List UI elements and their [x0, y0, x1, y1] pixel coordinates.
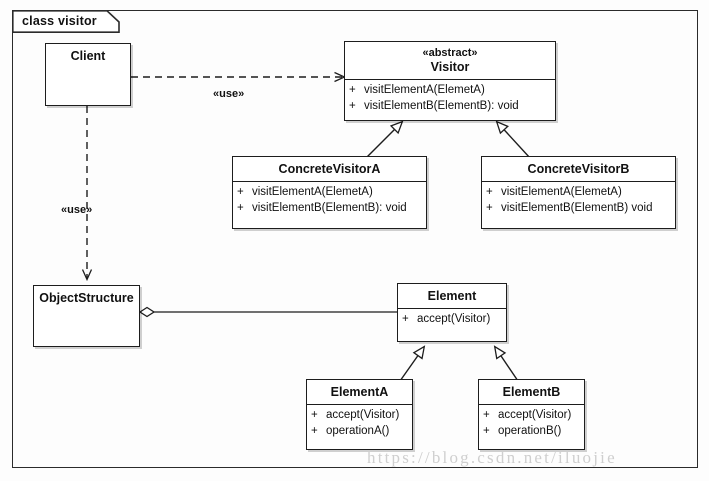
class-name-objectstructure: ObjectStructure: [39, 291, 134, 305]
class-name-concretevisitora: ConcreteVisitorA: [278, 162, 381, 176]
operation-visibility: +: [349, 84, 356, 96]
class-separator-visitor: [345, 79, 555, 80]
operation-visibility: +: [486, 202, 493, 214]
class-box-objectstructure[interactable]: ObjectStructure: [33, 285, 140, 347]
class-separator-concretevisitorb: [482, 181, 675, 182]
operation-signature: visitElementA(ElemetA): [501, 186, 622, 198]
diagram-frame: [12, 10, 698, 468]
operation-signature: visitElementB(ElementB): void: [364, 100, 519, 112]
class-name-element: Element: [427, 289, 477, 303]
operation-visibility: +: [486, 186, 493, 198]
operation-visibility: +: [483, 409, 490, 421]
operation-visibility: +: [483, 425, 490, 437]
operation-row: + accept(Visitor): [483, 407, 582, 423]
operation-row: + visitElementA(ElemetA): [237, 184, 424, 200]
watermark-text: https://blog.csdn.net/iluojie: [367, 448, 617, 467]
class-operations-concretevisitorb: + visitElementA(ElemetA) + visitElementB…: [482, 182, 675, 219]
edge-label-client-uses-visitor: «use»: [213, 88, 245, 100]
class-header-visitor: «abstract» Visitor: [345, 42, 555, 79]
class-box-concretevisitorb[interactable]: ConcreteVisitorB + visitElementA(ElemetA…: [481, 156, 676, 229]
operation-signature: visitElementA(ElemetA): [252, 186, 373, 198]
class-name-visitor: Visitor: [430, 60, 470, 74]
class-box-elementa[interactable]: ElementA + accept(Visitor) + operationA(…: [306, 379, 413, 450]
class-operations-element: + accept(Visitor): [398, 309, 506, 330]
operation-signature: visitElementB(ElementB) void: [501, 202, 653, 214]
class-name-client: Client: [70, 49, 106, 63]
class-operations-elementb: + accept(Visitor) + operationB(): [479, 405, 584, 442]
class-box-element[interactable]: Element + accept(Visitor): [397, 283, 507, 342]
class-box-concretevisitora[interactable]: ConcreteVisitorA + visitElementA(ElemetA…: [232, 156, 427, 229]
operation-row: + visitElementA(ElemetA): [349, 82, 553, 98]
operation-signature: accept(Visitor): [326, 409, 400, 421]
operation-signature: accept(Visitor): [417, 313, 491, 325]
class-operations-visitor: + visitElementA(ElemetA) + visitElementB…: [345, 80, 555, 117]
operation-row: + accept(Visitor): [311, 407, 410, 423]
operation-visibility: +: [311, 425, 318, 437]
class-name-elementa: ElementA: [330, 385, 389, 399]
operation-visibility: +: [349, 100, 356, 112]
frame-label-shape: [12, 10, 120, 33]
class-stereotype-visitor: «abstract»: [422, 47, 478, 59]
operation-row: + operationB(): [483, 423, 582, 439]
class-operations-elementa: + accept(Visitor) + operationA(): [307, 405, 412, 442]
operation-visibility: +: [402, 313, 409, 325]
operation-visibility: +: [237, 186, 244, 198]
class-name-elementb: ElementB: [502, 385, 561, 399]
edge-label-client-uses-objectstructure: «use»: [61, 204, 93, 216]
frame-label: class visitor: [22, 14, 97, 28]
class-separator-elementa: [307, 404, 412, 405]
operation-row: + visitElementA(ElemetA): [486, 184, 673, 200]
class-separator-elementb: [479, 404, 584, 405]
operation-signature: visitElementA(ElemetA): [364, 84, 485, 96]
operation-visibility: +: [237, 202, 244, 214]
operation-row: + operationA(): [311, 423, 410, 439]
class-name-concretevisitorb: ConcreteVisitorB: [527, 162, 630, 176]
class-separator-element: [398, 308, 506, 309]
operation-signature: accept(Visitor): [498, 409, 572, 421]
class-box-elementb[interactable]: ElementB + accept(Visitor) + operationB(…: [478, 379, 585, 450]
class-body-client: [46, 68, 130, 129]
operation-signature: operationB(): [498, 425, 562, 437]
operation-row: + accept(Visitor): [402, 311, 504, 327]
class-operations-concretevisitora: + visitElementA(ElemetA) + visitElementB…: [233, 182, 426, 219]
class-separator-concretevisitora: [233, 181, 426, 182]
class-box-visitor[interactable]: «abstract» Visitor + visitElementA(Eleme…: [344, 41, 556, 121]
operation-row: + visitElementB(ElementB): void: [349, 98, 553, 114]
operation-signature: operationA(): [326, 425, 390, 437]
class-box-client[interactable]: Client: [45, 43, 131, 106]
operation-row: + visitElementB(ElementB): void: [237, 200, 424, 216]
class-body-objectstructure: [34, 310, 139, 370]
operation-signature: visitElementB(ElementB): void: [252, 202, 407, 214]
operation-row: + visitElementB(ElementB) void: [486, 200, 673, 216]
operation-visibility: +: [311, 409, 318, 421]
